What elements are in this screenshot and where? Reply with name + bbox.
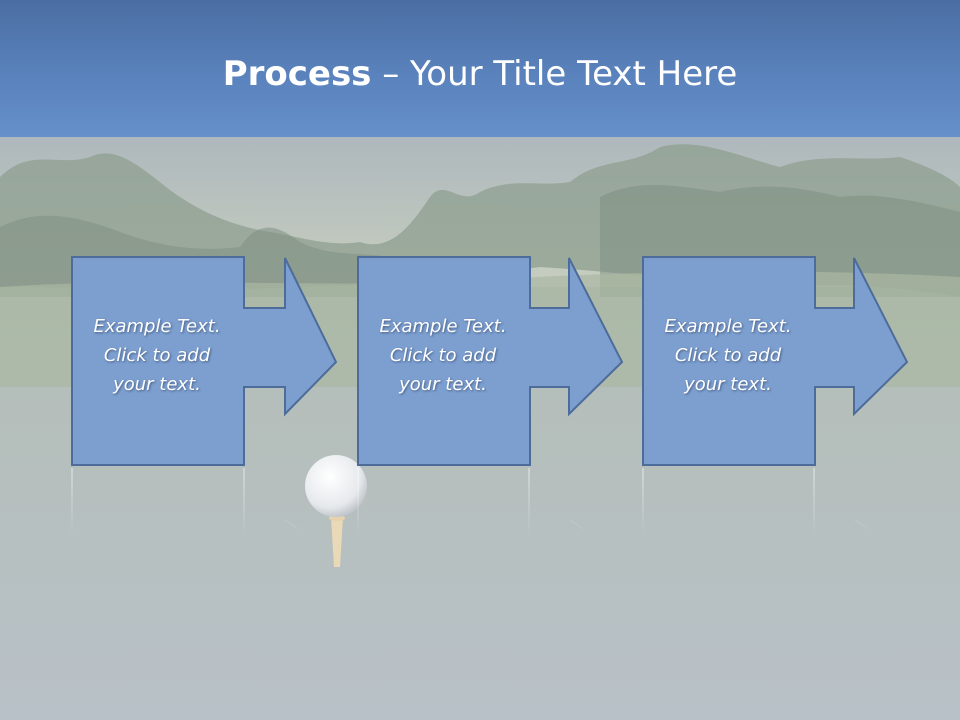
arrow-box-shape	[357, 256, 624, 466]
slide-title[interactable]: Process – Your Title Text Here	[0, 52, 960, 96]
step-text-line-1: Example Text.	[379, 316, 507, 337]
title-rest-text: – Your Title Text Here	[371, 54, 738, 94]
title-bar	[0, 0, 960, 137]
process-step-2[interactable]: Example Text. Click to add your text.	[357, 256, 693, 468]
shape-reflections	[71, 468, 871, 538]
step-text-line-2: Click to add	[103, 345, 211, 366]
step-text-line-3: your text.	[113, 374, 201, 395]
step-text[interactable]: Example Text. Click to add your text.	[642, 312, 814, 399]
process-step-1[interactable]: Example Text. Click to add your text.	[71, 256, 407, 468]
step-text-line-1: Example Text.	[664, 316, 792, 337]
step-text-line-2: Click to add	[674, 345, 782, 366]
arrow-box-shape	[642, 256, 909, 466]
arrow-box-shape	[71, 256, 338, 466]
step-text-line-2: Click to add	[389, 345, 497, 366]
process-step-3[interactable]: Example Text. Click to add your text.	[642, 256, 960, 468]
step-text[interactable]: Example Text. Click to add your text.	[357, 312, 529, 399]
step-text-line-1: Example Text.	[93, 316, 221, 337]
step-text[interactable]: Example Text. Click to add your text.	[71, 312, 243, 399]
step-text-line-3: your text.	[399, 374, 487, 395]
title-bold-text: Process	[222, 54, 372, 94]
step-text-line-3: your text.	[684, 374, 772, 395]
